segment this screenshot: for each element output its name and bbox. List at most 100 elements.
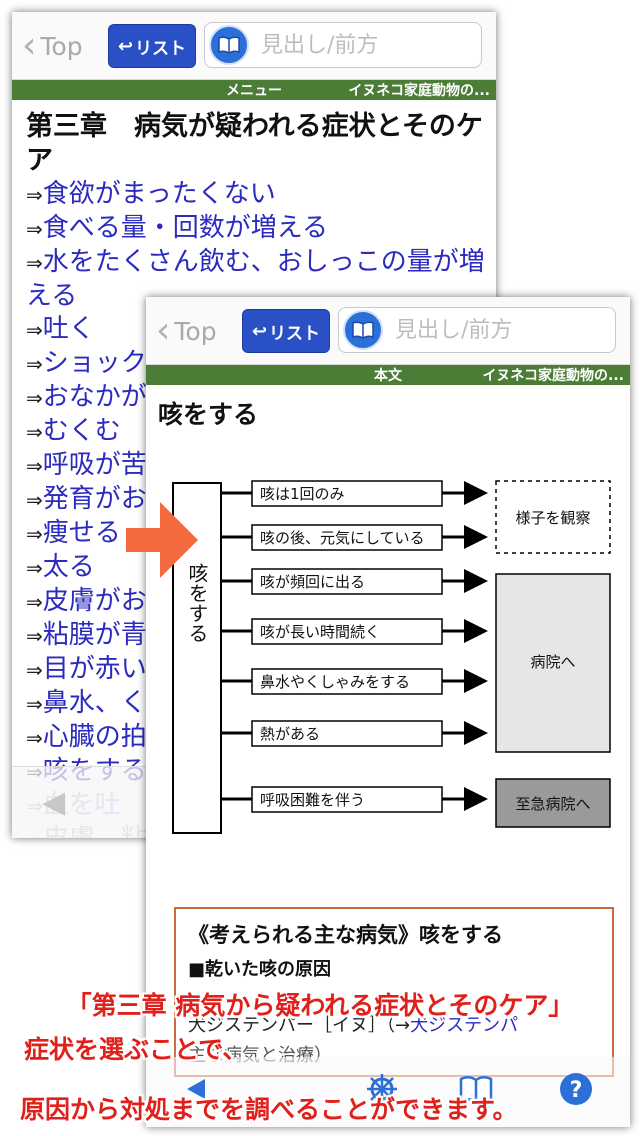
caption-line-1: 「第三章 病気から疑われる症状とそのケア」 <box>66 991 574 1020</box>
menu-list-item[interactable]: ⇒皮膚がお <box>26 585 492 619</box>
arrow-marker: ⇒ <box>26 352 43 376</box>
list-button-label: リスト <box>135 38 187 59</box>
chevron-left-icon: ‹ <box>156 310 171 351</box>
arrow-marker: ⇒ <box>26 590 43 614</box>
return-arrow-icon: ↩ <box>251 320 268 342</box>
arrow-marker: ⇒ <box>26 420 43 444</box>
menu-list-item[interactable]: ⇒痩せる <box>26 517 492 551</box>
arrow-marker: ⇒ <box>26 318 43 342</box>
menu-list-item[interactable]: ⇒食べる量・回数が増える <box>26 212 492 246</box>
outcome-box <box>495 573 611 753</box>
condition-label: 咳の後、元気にしている <box>260 529 425 547</box>
menu-item-label: 吐く <box>42 314 95 344</box>
search-field[interactable] <box>204 22 482 68</box>
menu-item-label: 痩せる <box>42 518 121 548</box>
arrow-marker: ⇒ <box>26 251 43 275</box>
chapter-title: 第三章 病気が疑われる症状とそのケア <box>26 111 483 176</box>
article-screen: ‹ Top ↩ リスト 本文 イヌネコ家庭動物の... 咳をする 咳をする 咳は… <box>146 297 630 1127</box>
arrow-marker: ⇒ <box>26 522 43 546</box>
search-input[interactable] <box>395 317 595 343</box>
caption-line-3: 原因から対処までを調べることができます。 <box>20 1095 518 1124</box>
menu-list-item[interactable]: ⇒吐く <box>26 313 492 347</box>
menu-list-item[interactable]: ⇒目が赤い <box>26 653 492 687</box>
flowchart-connectors <box>221 481 488 811</box>
menu-list-item[interactable]: ⇒おなかが <box>26 381 492 415</box>
symptom-flowchart: 咳をする 咳は1回のみ咳の後、元気にしている咳が頻回に出る咳が長い時間続く鼻水や… <box>172 480 611 834</box>
top-back-button[interactable]: ‹ Top <box>22 26 83 66</box>
arrow-marker: ⇒ <box>26 692 43 716</box>
menu-list-item[interactable]: ⇒心臓の拍 <box>26 721 492 755</box>
diseases-heading: 《考えられる主な病気》咳をする <box>188 923 503 947</box>
return-arrow-icon: ↩ <box>117 35 134 57</box>
flowchart-conditions: 咳は1回のみ咳の後、元気にしている咳が頻回に出る咳が長い時間続く鼻水やくしゃみを… <box>251 480 443 813</box>
menu-item-label: 心臓の拍 <box>42 722 147 752</box>
search-field[interactable] <box>338 307 616 353</box>
condition-box <box>251 786 443 813</box>
condition-label: 鼻水やくしゃみをする <box>260 673 410 691</box>
menu-item-label: 発育がお <box>42 484 147 514</box>
condition-box <box>251 668 443 695</box>
red-arrow-icon <box>126 502 198 578</box>
menu-list-item[interactable]: ⇒太る <box>26 551 492 585</box>
section-bar: 本文 イヌネコ家庭動物の... <box>146 365 630 385</box>
menu-item-label: 皮膚がお <box>42 586 147 616</box>
menu-item-label: 食べる量・回数が増える <box>42 213 328 243</box>
helm-icon[interactable] <box>362 1069 402 1109</box>
menu-list-item[interactable]: ⇒鼻水、く <box>26 687 492 721</box>
section-title: 本文 <box>374 368 402 384</box>
menu-list-item[interactable]: ⇒食欲がまったくない <box>26 178 492 212</box>
menu-list-item[interactable]: ⇒粘膜が青 <box>26 619 492 653</box>
condition-label: 熱がある <box>260 725 320 743</box>
menu-item-label: 目が赤い <box>42 654 147 684</box>
arrow-marker: ⇒ <box>26 217 43 241</box>
condition-label: 呼吸困難を伴う <box>260 791 365 809</box>
list-button[interactable]: ↩ リスト <box>108 24 196 68</box>
condition-box <box>251 524 443 551</box>
previous-icon[interactable]: ◀ <box>42 785 66 820</box>
top-back-button[interactable]: ‹ Top <box>156 311 217 351</box>
condition-box <box>251 618 443 645</box>
book-icon <box>343 310 383 350</box>
book-title: イヌネコ家庭動物の... <box>348 83 490 99</box>
menu-item-label: 粘膜が青 <box>42 620 147 650</box>
arrow-marker: ⇒ <box>26 454 43 478</box>
disease-link[interactable]: 犬ジステンパ <box>410 1015 519 1036</box>
arrow-marker: ⇒ <box>26 183 43 207</box>
section-bar: メニュー イヌネコ家庭動物の... <box>12 80 496 100</box>
outcome-label: 様子を観察 <box>515 509 590 527</box>
book-icon <box>209 25 249 65</box>
condition-box <box>251 568 443 595</box>
previous-icon[interactable] <box>176 1069 216 1109</box>
book-icon[interactable] <box>456 1069 496 1109</box>
condition-label: 咳は1回のみ <box>260 485 345 503</box>
disease-entry: 犬ジステンパー［イヌ］（→犬ジステンパ <box>188 1011 600 1037</box>
list-button[interactable]: ↩ リスト <box>242 309 330 353</box>
navigation-bar: ‹ Top ↩ リスト <box>146 297 630 365</box>
svg-text:?: ? <box>570 1078 583 1103</box>
arrow-marker: ⇒ <box>26 658 43 682</box>
arrow-marker: ⇒ <box>26 488 43 512</box>
chevron-left-icon: ‹ <box>22 25 37 66</box>
menu-item-label: むくむ <box>42 416 121 446</box>
condition-label: 咳が頻回に出る <box>260 573 365 591</box>
section-title: メニュー <box>226 83 282 99</box>
outcome-label: 病院へ <box>530 653 575 671</box>
menu-list-item[interactable]: ⇒水をたくさん飲む、おしっこの量が増える <box>26 246 492 313</box>
menu-list-item[interactable]: ⇒むくむ <box>26 415 492 449</box>
bottom-toolbar: ? <box>146 1057 630 1127</box>
dry-cough-subheading: ■乾いた咳の原因 <box>188 959 332 980</box>
menu-item-label: おなかが <box>42 382 147 412</box>
arrow-marker: ⇒ <box>26 726 43 750</box>
outcome-box <box>495 480 611 554</box>
help-icon[interactable]: ? <box>556 1069 596 1109</box>
menu-item-label: 水をたくさん飲む、おしっこの量が増える <box>26 247 485 311</box>
menu-list-item[interactable]: ⇒ショック <box>26 347 492 381</box>
back-button-label: Top <box>174 316 217 346</box>
menu-list-item[interactable]: ⇒呼吸が苦 <box>26 449 492 483</box>
condition-box <box>251 480 443 507</box>
menu-item-label: 呼吸が苦 <box>42 450 147 480</box>
menu-list-item[interactable]: ⇒発育がお <box>26 483 492 517</box>
menu-item-label: 鼻水、く <box>42 688 147 718</box>
menu-item-label: 食欲がまったくない <box>42 179 276 209</box>
search-input[interactable] <box>261 32 461 58</box>
